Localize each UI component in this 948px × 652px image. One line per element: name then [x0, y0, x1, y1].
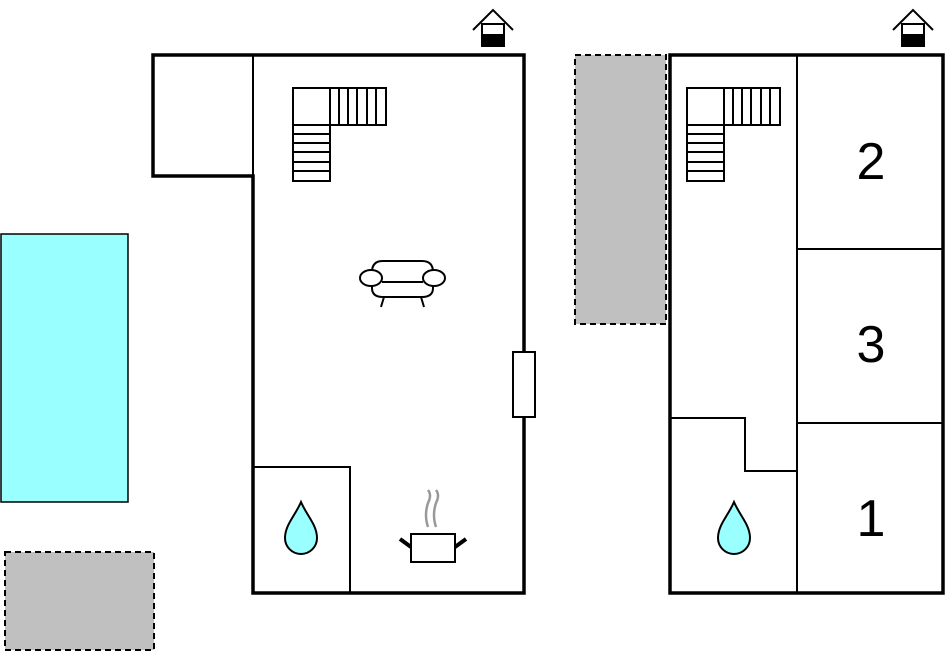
- stairs-icon: [686, 87, 781, 182]
- room-label: 3: [857, 316, 886, 374]
- room-label: 1: [857, 490, 886, 548]
- entrance-house-icon: [472, 9, 514, 47]
- stairs-icon: [292, 87, 387, 182]
- pool: [0, 233, 129, 503]
- terrace: [574, 54, 667, 325]
- water-drop-icon: [284, 501, 318, 555]
- window: [512, 351, 536, 418]
- cooking-pot-icon: [398, 489, 468, 563]
- room-label: 2: [857, 133, 886, 191]
- entrance-house-icon: [892, 9, 934, 47]
- ground-floor: [151, 9, 536, 595]
- sofa-icon: [359, 260, 446, 308]
- terrace: [4, 551, 155, 651]
- upper-floor: 2 3 1: [668, 9, 945, 595]
- water-drop-icon: [717, 501, 751, 555]
